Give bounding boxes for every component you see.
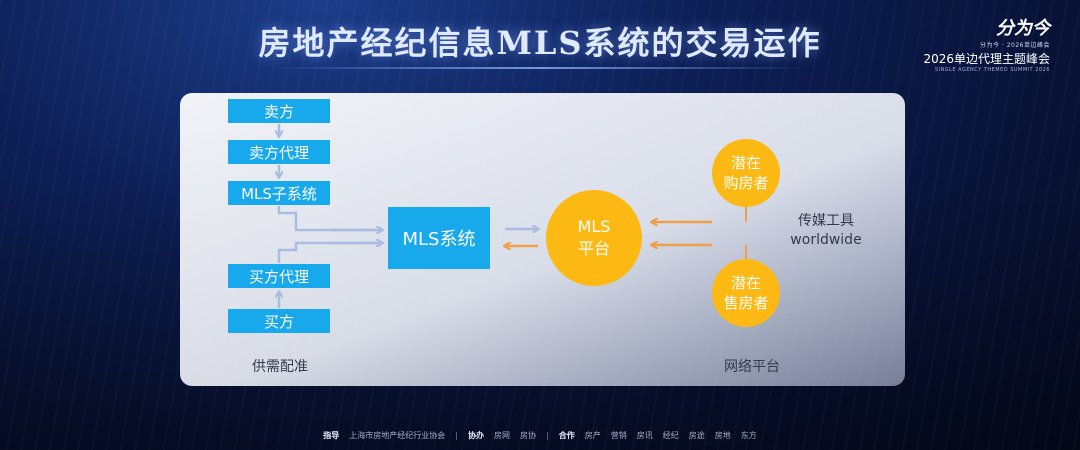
online-platform-label: 网络平台	[724, 359, 780, 375]
coop-label: 合作	[558, 430, 575, 440]
mls-subsystem-label: MLS子系统	[241, 184, 317, 203]
coop-org-4: 经纪	[662, 430, 679, 440]
assist-org-1: 房网	[494, 430, 510, 440]
mls-platform-label: MLS 平台	[577, 217, 611, 258]
seller-agent-box: 卖方代理	[228, 140, 330, 164]
footer-separator: |	[546, 430, 549, 440]
mls-subsystem-box: MLS子系统	[228, 181, 330, 205]
potential-buyer-circle: 潜在 购房者	[712, 139, 780, 207]
event-logo: 分为今 分为今 · 2026单边峰会 2026单边代理主题峰会 SINGLE A…	[910, 14, 1050, 73]
coop-org-5: 房途	[688, 430, 705, 440]
coop-org-6: 房地	[714, 430, 731, 440]
assist-org-2: 房协	[520, 430, 536, 440]
seller-agent-label: 卖方代理	[248, 143, 309, 162]
title-underline	[270, 67, 810, 69]
guide-org: 上海市房地产经纪行业协会	[349, 430, 446, 440]
buyer-agent-label: 买方代理	[248, 267, 309, 286]
logo-event-subtitle: SINGLE AGENCY THEMED SUMMIT 2026	[934, 67, 1050, 73]
coop-org-7: 东方	[740, 430, 757, 440]
logo-tag: 分为今 · 2026单边峰会	[980, 42, 1050, 49]
seller-box: 卖方	[228, 99, 330, 123]
mls-system-label: MLS系统	[402, 229, 476, 250]
seller-label: 卖方	[263, 102, 294, 121]
coop-org-3: 房讯	[636, 430, 653, 440]
coop-org-2: 营销	[610, 430, 627, 440]
logo-event-name: 2026单边代理主题峰会	[923, 52, 1050, 66]
sponsor-bar: 指导 上海市房地产经纪行业协会 | 协办 房网 房协 | 合作 房产 营销 房讯…	[0, 425, 1080, 445]
buyer-agent-box: 买方代理	[228, 264, 330, 288]
potential-seller-label: 潜在 售房者	[723, 273, 769, 312]
buyer-box: 买方	[228, 309, 330, 333]
potential-seller-circle: 潜在 售房者	[712, 259, 780, 327]
mls-platform-circle: MLS 平台	[546, 190, 642, 286]
mls-system-box: MLS系统	[388, 207, 490, 269]
potential-buyer-label: 潜在 购房者	[723, 153, 769, 192]
footer-separator: |	[455, 430, 458, 440]
coop-org-1: 房产	[584, 430, 601, 440]
logo-brand: 分为今	[996, 18, 1050, 39]
supply-demand-label: 供需配准	[252, 359, 308, 375]
guide-label: 指导	[323, 430, 340, 440]
assist-label: 协办	[468, 430, 484, 440]
media-tools-label: 传媒工具 worldwide	[790, 213, 862, 248]
buyer-label: 买方	[263, 312, 294, 331]
page-title: 房地产经纪信息MLS系统的交易运作	[258, 24, 822, 62]
